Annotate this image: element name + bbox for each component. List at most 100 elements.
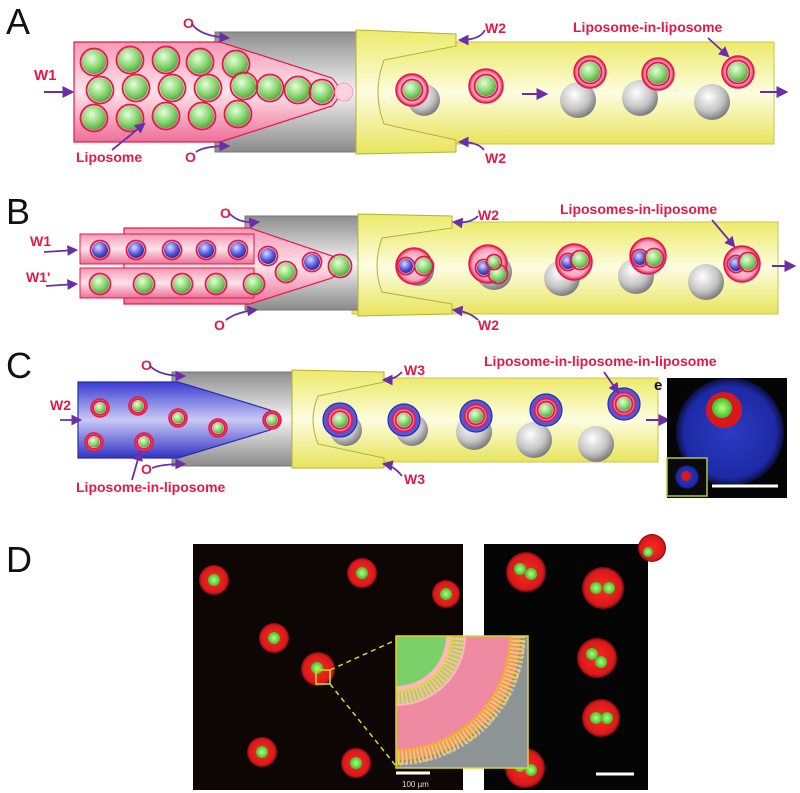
- panel-a-letter: A: [6, 1, 30, 42]
- liposome: [88, 436, 100, 448]
- liposome-cluster: [79, 45, 354, 133]
- liposome: [138, 436, 150, 448]
- oil-arrow-top: [191, 23, 231, 43]
- oil-arrow-top: [229, 213, 261, 229]
- vesicle-membrane: [645, 61, 671, 87]
- liposome: [196, 76, 220, 100]
- vesicle-membrane: [473, 73, 499, 99]
- liposome: [304, 254, 320, 270]
- panel-d-letter: D: [6, 539, 32, 580]
- liposome: [232, 74, 256, 98]
- inner-vesicle: [712, 398, 732, 418]
- liposome: [646, 250, 662, 266]
- liposome: [164, 242, 180, 258]
- liposome: [572, 252, 588, 268]
- vesicle-cluster: [84, 396, 282, 452]
- outer-label-bottom: W3: [404, 471, 425, 487]
- liposome: [135, 275, 153, 293]
- panel-c: C W2 O O W3 W3 Liposome-in-liposome-in-l…: [6, 345, 787, 498]
- liposome: [230, 242, 246, 258]
- vesicle-membrane: [264, 412, 280, 428]
- vesicle-membrane: [161, 239, 183, 261]
- green-core: [268, 632, 280, 644]
- scale-text: 100 µm: [402, 780, 429, 789]
- inset-letter: e: [654, 377, 662, 394]
- oil-label-bottom: O: [141, 461, 152, 477]
- vesicle-membrane: [115, 45, 145, 75]
- vesicle-membrane: [257, 245, 279, 267]
- liposome: [198, 242, 214, 258]
- vesicle-membrane: [569, 249, 591, 271]
- vesicle-membrane: [204, 272, 228, 296]
- outer-arrow-top: [451, 215, 479, 229]
- product-label: Liposome-in-liposome-in-liposome: [484, 353, 717, 369]
- outer-arrow-bottom: [451, 305, 479, 321]
- green-core: [256, 746, 268, 758]
- vesicle-membrane: [536, 400, 556, 420]
- vesicle-membrane: [136, 434, 152, 450]
- liposome: [128, 242, 144, 258]
- vesicle-membrane: [86, 434, 102, 450]
- liposome: [92, 242, 108, 258]
- vesicle-cluster: [88, 239, 353, 296]
- liposome: [416, 258, 432, 274]
- emerging-droplet: [334, 82, 354, 102]
- vesicle-membrane: [185, 47, 215, 77]
- bead-arrow: [111, 122, 146, 151]
- outer-arrow-top: [457, 29, 486, 46]
- outer-label-bottom: W2: [485, 150, 506, 166]
- collection-capillary: [357, 213, 453, 317]
- inlet-label-2: W1': [26, 269, 50, 285]
- liposome: [118, 106, 142, 130]
- inlet-label-1: W1: [30, 233, 51, 249]
- liposome: [633, 251, 647, 265]
- vesicle-membrane: [195, 239, 217, 261]
- zoom-source: [315, 669, 331, 685]
- liposome: [154, 104, 178, 128]
- vesicle-membrane: [89, 239, 111, 261]
- liposome: [124, 76, 148, 100]
- green-core: [586, 648, 598, 660]
- oil-droplet: [622, 80, 658, 116]
- oil-arrow-bottom: [151, 458, 187, 470]
- vesicle-membrane: [227, 239, 249, 261]
- membrane-schematic: [395, 635, 529, 769]
- green-core: [590, 712, 602, 724]
- liposome: [245, 275, 263, 293]
- thumbnail-core: [681, 471, 691, 481]
- liposome: [190, 104, 214, 128]
- vesicle-membrane: [485, 253, 503, 271]
- inlet-label: W1: [34, 67, 57, 84]
- green-core: [525, 568, 537, 580]
- liposome: [226, 102, 250, 126]
- liposome: [397, 413, 411, 427]
- product-label: Liposome-in-liposome: [573, 19, 723, 35]
- green-core: [350, 757, 362, 769]
- panel-b: B W1 W1' O O W2 W2 Liposomes-in-liposome: [6, 191, 797, 333]
- vesicle-membrane: [132, 272, 156, 296]
- vesicle-membrane: [85, 75, 115, 105]
- vesicle-membrane: [466, 406, 486, 426]
- green-core: [590, 582, 602, 594]
- green-core: [440, 588, 452, 600]
- liposome: [648, 64, 668, 84]
- liposome: [286, 78, 310, 102]
- bead-label: Liposome-in-liposome: [76, 479, 226, 495]
- vesicle-membrane: [474, 258, 494, 278]
- oil-label-top: O: [141, 357, 152, 373]
- panel-a: A W1 O O W2 W2 Liposome-in-liposome Lipo…: [6, 1, 789, 166]
- left-vesicles: [199, 558, 460, 778]
- liposome: [154, 48, 178, 72]
- oil-droplet: [578, 426, 614, 462]
- vesicle-membrane: [643, 247, 665, 269]
- liposome: [330, 256, 350, 276]
- green-core: [595, 656, 607, 668]
- oil-arrow-bottom: [225, 305, 259, 321]
- oil-droplet: [688, 264, 724, 300]
- bead-label: Liposome: [76, 149, 142, 165]
- liposome: [580, 62, 600, 82]
- droplet-train: [395, 237, 761, 300]
- liposome: [88, 78, 112, 102]
- green-core: [643, 547, 653, 557]
